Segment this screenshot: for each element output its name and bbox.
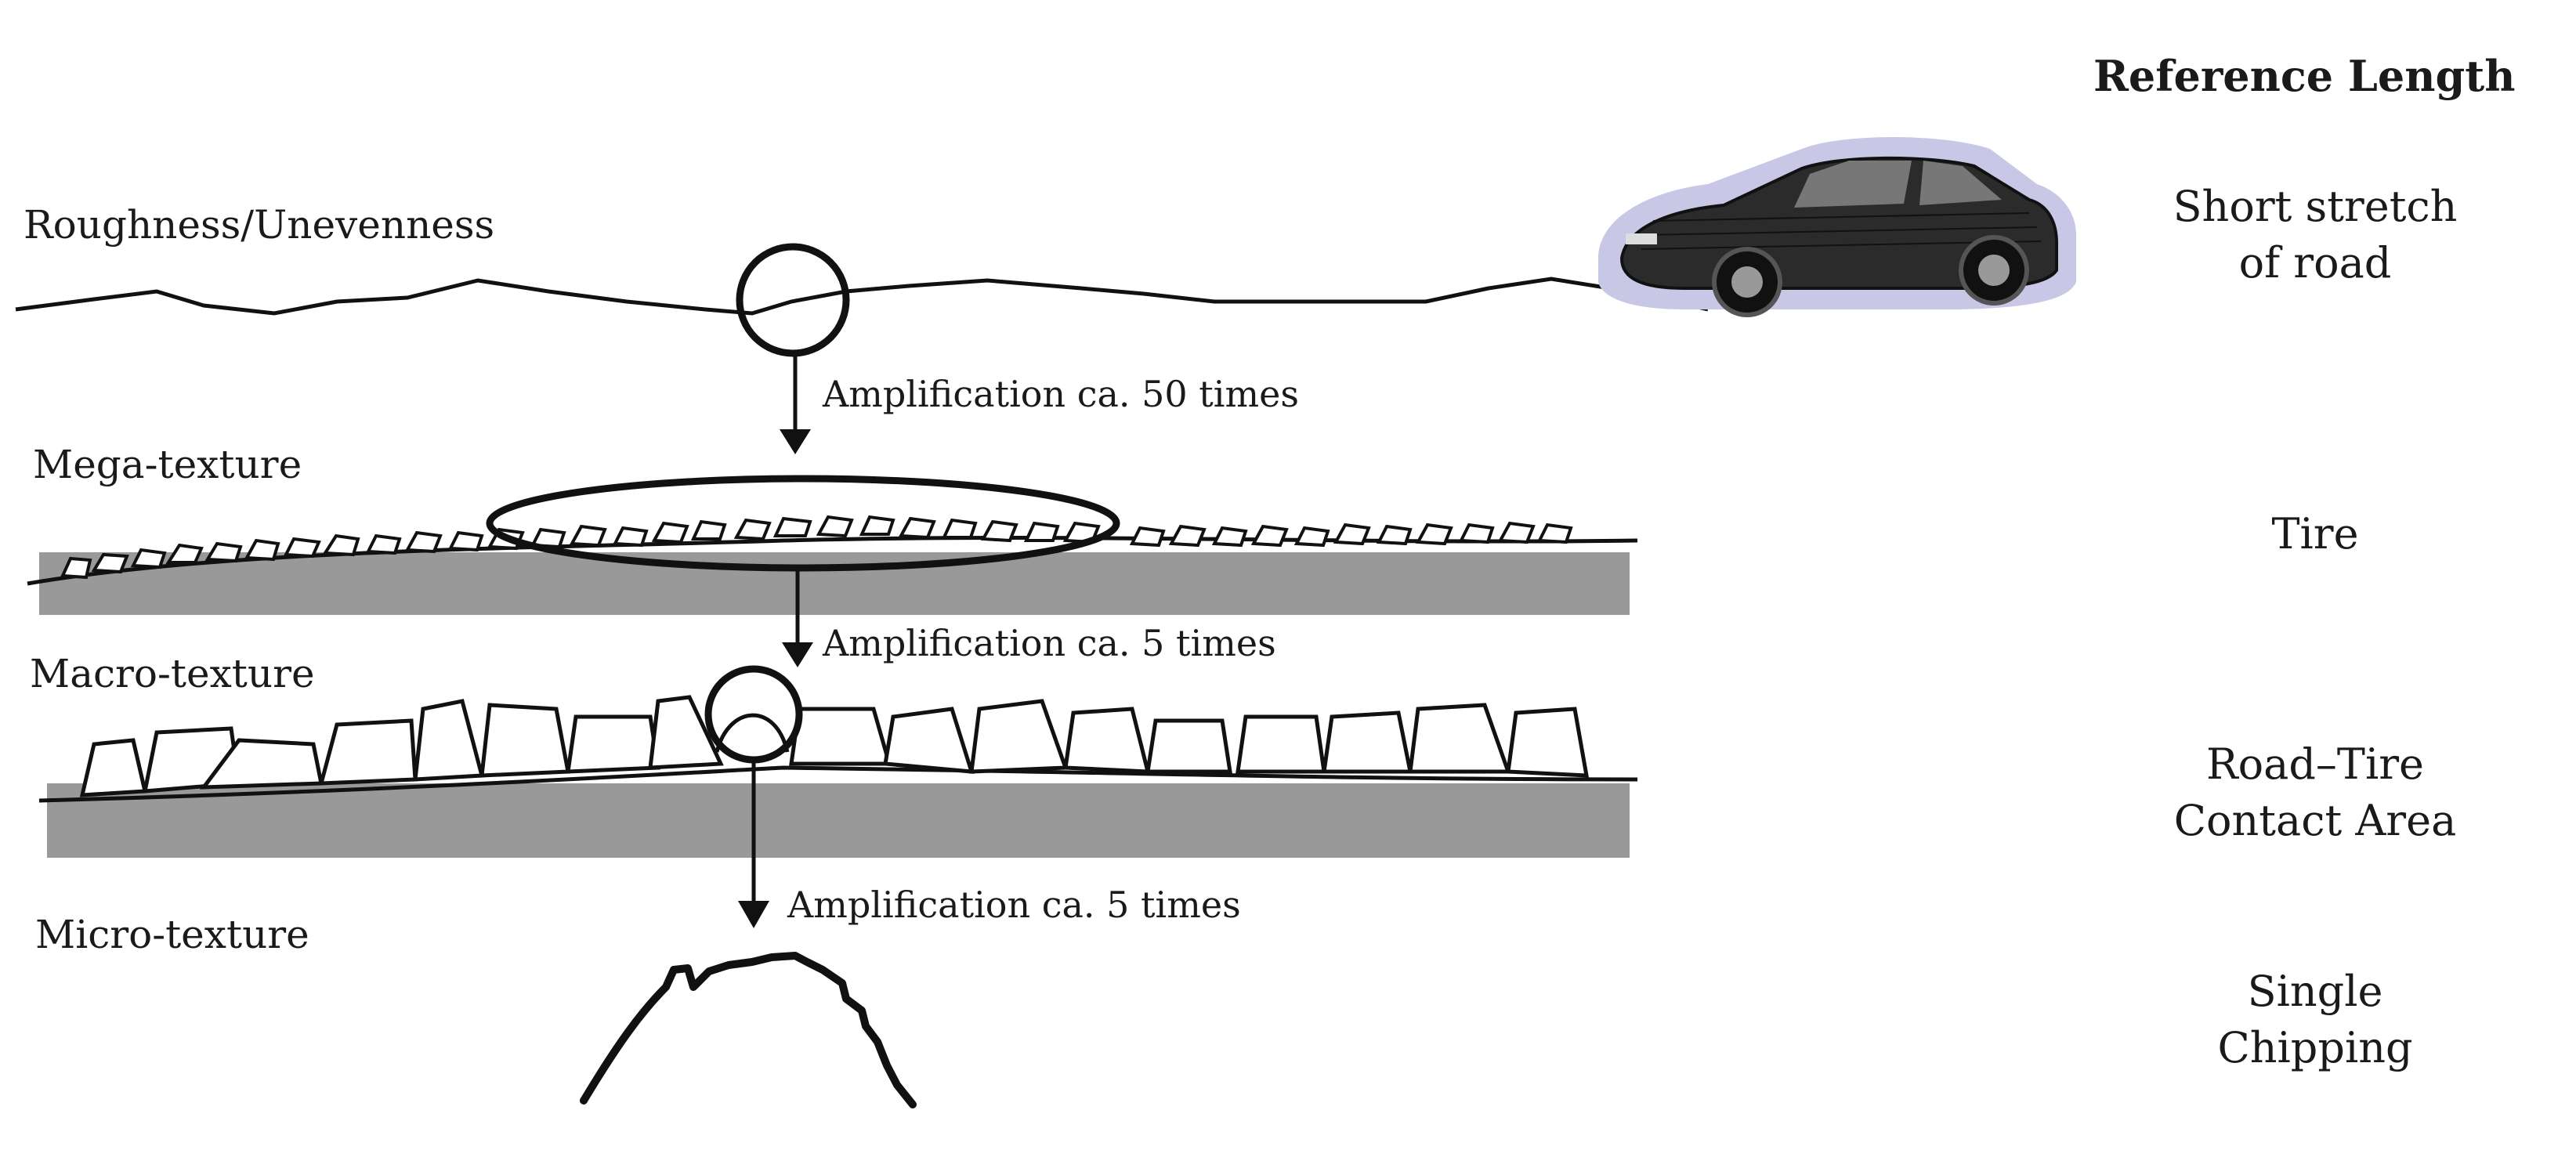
level-label-micro: Micro-texture [35,912,309,957]
magnifier-circle-macro [704,665,803,764]
reference-mega-line-1: Tire [2271,509,2359,559]
macro-stones [79,695,1590,797]
amplification-label-3: Amplification ca. 5 times [787,884,1241,926]
reference-micro: Single Chipping [2080,964,2550,1076]
roughness-profile-line [15,277,1709,316]
reference-micro-line-2: Chipping [2217,1023,2413,1072]
mega-road-base [39,552,1630,615]
level-label-roughness: Roughness/Unevenness [24,202,495,248]
amplification-label-2: Amplification ca. 5 times [823,622,1276,664]
arrowhead-3 [738,901,769,928]
reference-length-heading: Reference Length [2093,51,2516,101]
arrowhead-2 [782,642,813,667]
magnifier-ellipse-mega [486,475,1120,572]
reference-micro-line-1: Single [2247,967,2383,1016]
macro-detail-stone [715,713,790,753]
arrowhead-1 [780,429,811,454]
level-label-macro: Macro-texture [30,651,315,696]
reference-roughness: Short stretch of road [2080,179,2550,291]
reference-macro-line-2: Contact Area [2173,796,2457,845]
macro-road-base [47,783,1630,858]
reference-mega: Tire [2080,506,2550,562]
reference-roughness-line-1: Short stretch [2173,182,2458,231]
reference-roughness-line-2: of road [2238,238,2392,287]
car-icon [1598,137,2076,317]
macro-surface-line [38,765,1638,803]
amplification-label-1: Amplification ca. 50 times [823,373,1299,415]
level-label-mega: Mega-texture [33,442,302,487]
reference-macro-line-1: Road–Tire [2206,739,2424,789]
reference-macro: Road–Tire Contact Area [2080,736,2550,849]
magnifier-circle-roughness [736,243,850,357]
micro-chipping-outline [580,952,917,1108]
